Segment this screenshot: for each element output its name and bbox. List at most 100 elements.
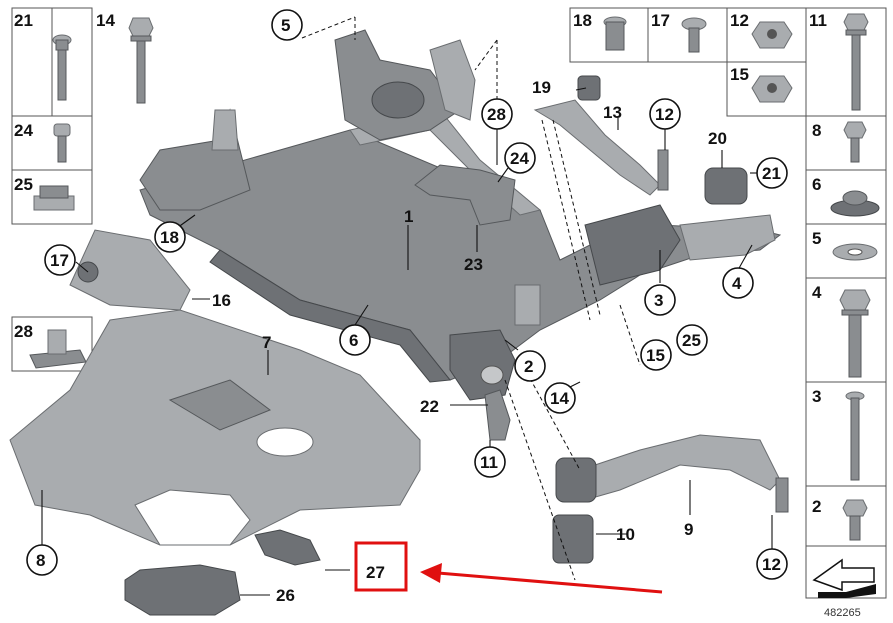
panel-label-4: 4 xyxy=(812,283,822,302)
callout-8: 8 xyxy=(26,544,58,576)
callout-15: 15 xyxy=(640,339,672,371)
callout-11: 11 xyxy=(474,446,506,478)
svg-text:16: 16 xyxy=(212,291,231,310)
bolt-14-icon xyxy=(128,17,154,104)
callout-12-upper: 12 xyxy=(649,98,681,130)
front-subframe xyxy=(69,29,782,441)
callout-25: 25 xyxy=(676,324,708,356)
svg-text:26: 26 xyxy=(276,586,295,605)
bolt-11-icon xyxy=(843,13,869,111)
callout-4: 4 xyxy=(722,267,754,299)
bolt-2-icon xyxy=(842,499,868,541)
bump-stop-6-icon xyxy=(830,190,880,217)
callout-27-highlighted: 27 xyxy=(354,541,408,592)
right-parts-panel: 8 6 5 4 3 2 xyxy=(805,115,887,599)
svg-text:3: 3 xyxy=(654,291,663,310)
panel-label-6: 6 xyxy=(812,175,821,194)
left-parts-panel: 21 14 24 25 28 xyxy=(11,7,154,372)
cover-27 xyxy=(254,529,321,566)
bolt-8-icon xyxy=(843,121,867,163)
svg-text:28: 28 xyxy=(487,105,506,124)
svg-text:4: 4 xyxy=(732,274,742,293)
svg-text:18: 18 xyxy=(160,228,179,247)
bolt-24-icon xyxy=(53,123,71,163)
panel-label-5: 5 xyxy=(812,229,821,248)
svg-text:17: 17 xyxy=(50,251,69,270)
callout-24: 24 xyxy=(504,142,536,174)
screw-17-icon xyxy=(681,17,707,53)
bushing-10 xyxy=(552,514,594,564)
top-parts-panel: 18 17 12 11 15 xyxy=(569,7,887,117)
panel-label-21: 21 xyxy=(14,11,33,30)
svg-text:5: 5 xyxy=(281,16,290,35)
svg-text:8: 8 xyxy=(36,551,45,570)
svg-text:14: 14 xyxy=(550,389,569,408)
panel-label-14: 14 xyxy=(96,11,115,30)
callouts: 1 2 3 4 5 6 7 8 9 xyxy=(26,9,788,605)
tension-strut-13 xyxy=(533,75,669,196)
catalog-number: 482265 xyxy=(824,607,861,619)
svg-text:7: 7 xyxy=(262,333,271,352)
svg-text:27: 27 xyxy=(366,563,385,582)
callout-21: 21 xyxy=(756,157,788,189)
svg-text:1: 1 xyxy=(404,207,413,226)
svg-text:9: 9 xyxy=(684,520,693,539)
panel-label-25: 25 xyxy=(14,175,33,194)
svg-text:12: 12 xyxy=(762,555,781,574)
callout-6: 6 xyxy=(339,324,371,356)
callout-12-lower: 12 xyxy=(756,548,788,580)
washer-5-icon xyxy=(832,243,878,261)
callout-18: 18 xyxy=(154,221,186,253)
callout-22: 22 xyxy=(420,397,439,416)
red-pointer-arrow xyxy=(420,563,663,594)
panel-label-12: 12 xyxy=(730,11,749,30)
svg-text:20: 20 xyxy=(708,129,727,148)
panel-label-24: 24 xyxy=(14,121,33,140)
rubber-mount-20 xyxy=(704,167,748,205)
cover-26 xyxy=(124,564,241,616)
control-arm-9 xyxy=(555,434,789,513)
callout-13: 13 xyxy=(603,103,622,122)
callout-23: 23 xyxy=(464,255,483,274)
clip-25-icon xyxy=(33,185,75,211)
panel-label-2: 2 xyxy=(812,497,821,516)
svg-text:2: 2 xyxy=(524,357,533,376)
panel-label-8: 8 xyxy=(812,121,821,140)
sleeve-18-icon xyxy=(603,16,627,51)
bolt-3-icon xyxy=(845,391,865,481)
clip-28-icon xyxy=(29,329,87,369)
svg-text:15: 15 xyxy=(646,346,665,365)
panel-label-17: 17 xyxy=(651,11,670,30)
callout-16: 16 xyxy=(212,291,231,310)
svg-text:11: 11 xyxy=(480,453,498,472)
panel-label-15: 15 xyxy=(730,65,749,84)
callout-10: 10 xyxy=(616,525,635,544)
svg-text:23: 23 xyxy=(464,255,483,274)
callout-20: 20 xyxy=(708,129,727,148)
panel-label-18: 18 xyxy=(573,11,592,30)
callout-19: 19 xyxy=(532,78,551,97)
callout-5: 5 xyxy=(271,9,303,41)
callout-26: 26 xyxy=(276,586,295,605)
callout-2: 2 xyxy=(514,350,546,382)
svg-text:25: 25 xyxy=(682,331,701,350)
svg-text:19: 19 xyxy=(532,78,551,97)
front-direction-icon xyxy=(812,558,876,598)
svg-text:6: 6 xyxy=(349,331,358,350)
svg-text:21: 21 xyxy=(762,164,781,183)
callout-3: 3 xyxy=(644,284,676,316)
callout-7: 7 xyxy=(262,333,271,352)
svg-text:13: 13 xyxy=(603,103,622,122)
callout-14: 14 xyxy=(544,382,576,414)
panel-label-28: 28 xyxy=(14,322,33,341)
callout-28: 28 xyxy=(481,98,513,130)
svg-text:22: 22 xyxy=(420,397,439,416)
bolt-21-icon xyxy=(52,34,72,101)
svg-text:12: 12 xyxy=(655,105,674,124)
callout-9: 9 xyxy=(684,520,693,539)
svg-text:24: 24 xyxy=(510,149,529,168)
nut-12-icon xyxy=(751,21,793,49)
svg-text:10: 10 xyxy=(616,525,635,544)
panel-label-11: 11 xyxy=(809,11,827,30)
